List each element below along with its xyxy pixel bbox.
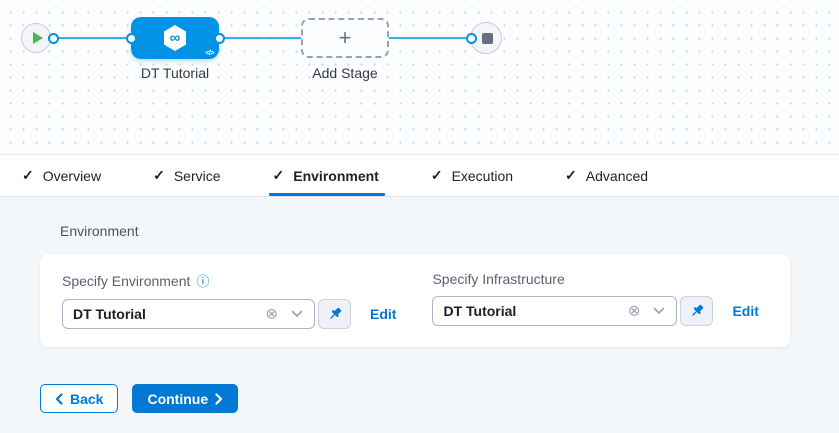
pipeline-graph-canvas[interactable]: ∞ </> DT Tutorial + Add Stage bbox=[0, 0, 839, 155]
pin-icon bbox=[689, 303, 705, 319]
chevron-down-icon[interactable] bbox=[291, 305, 303, 323]
add-stage-button[interactable]: + bbox=[301, 18, 389, 58]
info-icon[interactable]: ⓘ bbox=[196, 271, 209, 290]
field-label-text: Specify Infrastructure bbox=[432, 271, 564, 287]
tab-label: Advanced bbox=[586, 168, 648, 184]
environment-controls: DT Tutorial ⊗ bbox=[62, 299, 396, 329]
environment-select[interactable]: DT Tutorial ⊗ bbox=[62, 299, 315, 329]
stage-node-dt-tutorial[interactable]: ∞ </> bbox=[131, 17, 219, 59]
continue-button[interactable]: Continue bbox=[132, 384, 238, 413]
stage-tabs: ✓ Overview ✓ Service ✓ Environment ✓ Exe… bbox=[0, 155, 839, 197]
pipeline-connector-line bbox=[53, 37, 470, 39]
infrastructure-select[interactable]: DT Tutorial ⊗ bbox=[432, 296, 677, 326]
check-icon: ✓ bbox=[273, 167, 285, 184]
back-button[interactable]: Back bbox=[40, 384, 118, 413]
environment-select-value: DT Tutorial bbox=[73, 306, 146, 322]
clear-icon[interactable]: ⊗ bbox=[628, 304, 641, 319]
connector-dot bbox=[466, 33, 477, 44]
environment-card: Specify Environment ⓘ DT Tutorial ⊗ bbox=[40, 254, 790, 347]
edit-environment-link[interactable]: Edit bbox=[370, 306, 396, 322]
pin-infrastructure-button[interactable] bbox=[680, 296, 713, 326]
plus-icon: + bbox=[339, 25, 352, 51]
environment-tab-panel: Environment Specify Environment ⓘ DT Tut… bbox=[0, 197, 839, 433]
environment-field-label: Specify Environment ⓘ bbox=[62, 271, 396, 290]
tab-label: Service bbox=[174, 168, 221, 184]
tab-service[interactable]: ✓ Service bbox=[153, 155, 220, 196]
infrastructure-select-value: DT Tutorial bbox=[443, 303, 516, 319]
tab-environment[interactable]: ✓ Environment bbox=[273, 155, 379, 196]
check-icon: ✓ bbox=[565, 167, 577, 184]
field-label-text: Specify Environment bbox=[62, 273, 190, 289]
pipeline-start-node[interactable] bbox=[21, 23, 51, 53]
edit-infrastructure-link[interactable]: Edit bbox=[732, 303, 758, 319]
chevron-right-icon bbox=[215, 393, 223, 405]
footer-actions: Back Continue bbox=[40, 384, 839, 413]
cd-hexagon-icon: ∞ bbox=[160, 23, 190, 53]
tab-label: Environment bbox=[293, 168, 379, 184]
pin-icon bbox=[327, 306, 343, 322]
check-icon: ✓ bbox=[431, 167, 443, 184]
add-stage-label: Add Stage bbox=[281, 65, 409, 81]
pin-environment-button[interactable] bbox=[318, 299, 351, 329]
connector-dot bbox=[48, 33, 59, 44]
tab-label: Overview bbox=[43, 168, 101, 184]
connector-dot bbox=[214, 33, 225, 44]
tab-overview[interactable]: ✓ Overview bbox=[22, 155, 101, 196]
chevron-down-icon[interactable] bbox=[653, 302, 665, 320]
check-icon: ✓ bbox=[22, 167, 34, 184]
infrastructure-field-group: Specify Infrastructure DT Tutorial ⊗ bbox=[432, 271, 758, 347]
connector-dot bbox=[126, 33, 137, 44]
check-icon: ✓ bbox=[153, 167, 165, 184]
tab-advanced[interactable]: ✓ Advanced bbox=[565, 155, 648, 196]
clear-icon[interactable]: ⊗ bbox=[265, 307, 278, 322]
section-title: Environment bbox=[60, 223, 839, 239]
chevron-left-icon bbox=[55, 393, 63, 405]
code-badge-icon: </> bbox=[205, 50, 214, 57]
svg-text:∞: ∞ bbox=[170, 30, 181, 47]
continue-button-label: Continue bbox=[147, 391, 208, 407]
back-button-label: Back bbox=[70, 391, 103, 407]
stage-node-label: DT Tutorial bbox=[111, 65, 239, 81]
infrastructure-field-label: Specify Infrastructure bbox=[432, 271, 758, 287]
tab-label: Execution bbox=[452, 168, 513, 184]
play-icon bbox=[33, 32, 43, 44]
environment-field-group: Specify Environment ⓘ DT Tutorial ⊗ bbox=[62, 271, 396, 347]
stop-icon bbox=[482, 33, 493, 44]
tab-execution[interactable]: ✓ Execution bbox=[431, 155, 513, 196]
infrastructure-controls: DT Tutorial ⊗ bbox=[432, 296, 758, 326]
